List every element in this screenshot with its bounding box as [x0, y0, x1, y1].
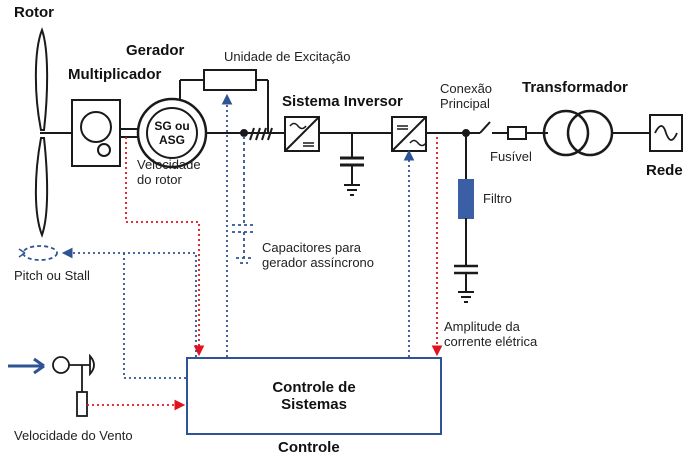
main-connection-line-2: Principal: [440, 95, 490, 111]
excitation-unit: [179, 69, 285, 141]
capacitors-line-2: gerador assíncrono: [262, 254, 375, 270]
excitation-unit-label: Unidade de Excitação: [224, 49, 351, 64]
capacitors-label: Capacitores para gerador assíncrono: [262, 240, 375, 271]
current-amplitude-line-1: Amplitude da: [444, 319, 520, 334]
inverter-system: [284, 116, 427, 196]
control-systems-label: Controle de Sistemas: [186, 379, 442, 414]
multiplier-label: Multiplicador: [68, 66, 162, 83]
pitch-stall-label: Pitch ou Stall: [14, 268, 90, 283]
anemometer-icon: [52, 353, 95, 417]
rotor-blades: [34, 27, 49, 238]
rotor-speed-label: Velocidade do rotor: [137, 157, 201, 188]
rotor-speed-line-1: Velocidade: [137, 157, 201, 172]
fuse-label: Fusível: [490, 149, 532, 164]
current-amplitude-line-2: corrente elétrica: [444, 333, 538, 349]
red-measurement-lines: [87, 137, 443, 411]
current-amplitude-label: Amplitude da corrente elétrica: [444, 319, 538, 350]
transformer-label: Transformador: [522, 79, 628, 96]
grid-label: Rede: [646, 162, 683, 179]
sg-line-1: SG ou: [154, 119, 190, 133]
main-connection: [426, 121, 548, 303]
blue-control-lines: [61, 93, 415, 379]
sg-asg-label: SG ou ASG: [150, 119, 194, 148]
inverter-system-label: Sistema Inversor: [282, 93, 403, 110]
control-label: Controle: [278, 439, 340, 456]
wind-speed-label: Velocidade do Vento: [14, 428, 133, 443]
sg-line-2: ASG: [158, 132, 185, 147]
main-connection-label: Conexão Principal: [440, 81, 493, 112]
capacitors-line-1: Capacitores para: [262, 240, 361, 255]
control-systems-box: [186, 357, 442, 435]
capacitor-bank: [232, 136, 256, 264]
main-connection-line-1: Conexão: [440, 81, 493, 96]
control-systems-line-1: Controle de: [272, 379, 356, 396]
control-systems-line-2: Sistemas: [281, 396, 347, 414]
pitch-and-anemometer: [8, 245, 58, 375]
filter-label: Filtro: [483, 191, 512, 206]
rotor-label: Rotor: [14, 4, 54, 21]
rotor-speed-line-2: do rotor: [137, 171, 182, 187]
generator-label: Gerador: [126, 42, 185, 59]
transformer-grid: [542, 109, 683, 157]
